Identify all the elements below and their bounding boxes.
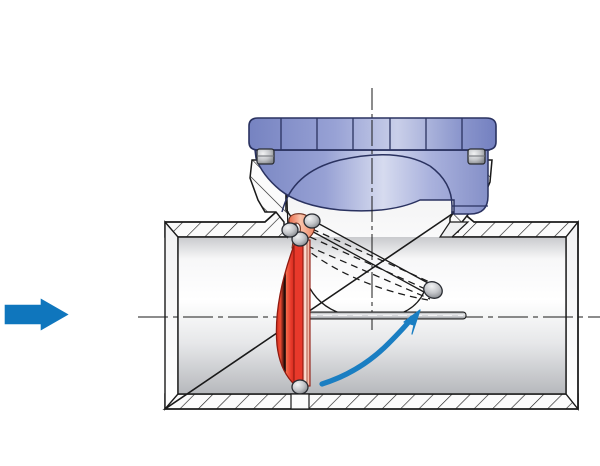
open-disc-edge-low: [295, 240, 431, 300]
valve-disc-closed-assembly: [275, 213, 315, 395]
bottom-seat-pocket: [290, 393, 310, 410]
flow-direction-arrow: [4, 298, 69, 331]
wall-hatch-left-end: [164, 220, 179, 411]
hinge-pin-open: [423, 281, 443, 299]
hinge-pin-main: [281, 222, 299, 238]
cover-bolt-right: [467, 148, 486, 165]
disc-body-closed: [275, 239, 297, 388]
disc-slab: [293, 239, 304, 387]
disc-opening-motion-arrow: [319, 309, 421, 387]
hinge-arm-open-phantom: [305, 219, 429, 293]
cap-inner-step-right: [429, 165, 453, 214]
center-shaft-rod: [304, 311, 467, 320]
neck-chamfer-right: [438, 221, 470, 238]
open-disc-edge-mid: [298, 231, 433, 293]
cover-bolt-left: [256, 148, 275, 165]
cap-inner-dome-curve: [281, 153, 431, 213]
hinge-pin-upper-link: [303, 213, 321, 229]
wall-hatch-right-end: [565, 220, 579, 411]
cap-rim-segment-dividers: [280, 118, 463, 150]
wall-hatch-bottom: [164, 393, 579, 410]
disc-bottom-pin: [291, 379, 309, 395]
open-disc-face-curve: [301, 245, 429, 301]
disc-seat-plate: [302, 239, 311, 387]
